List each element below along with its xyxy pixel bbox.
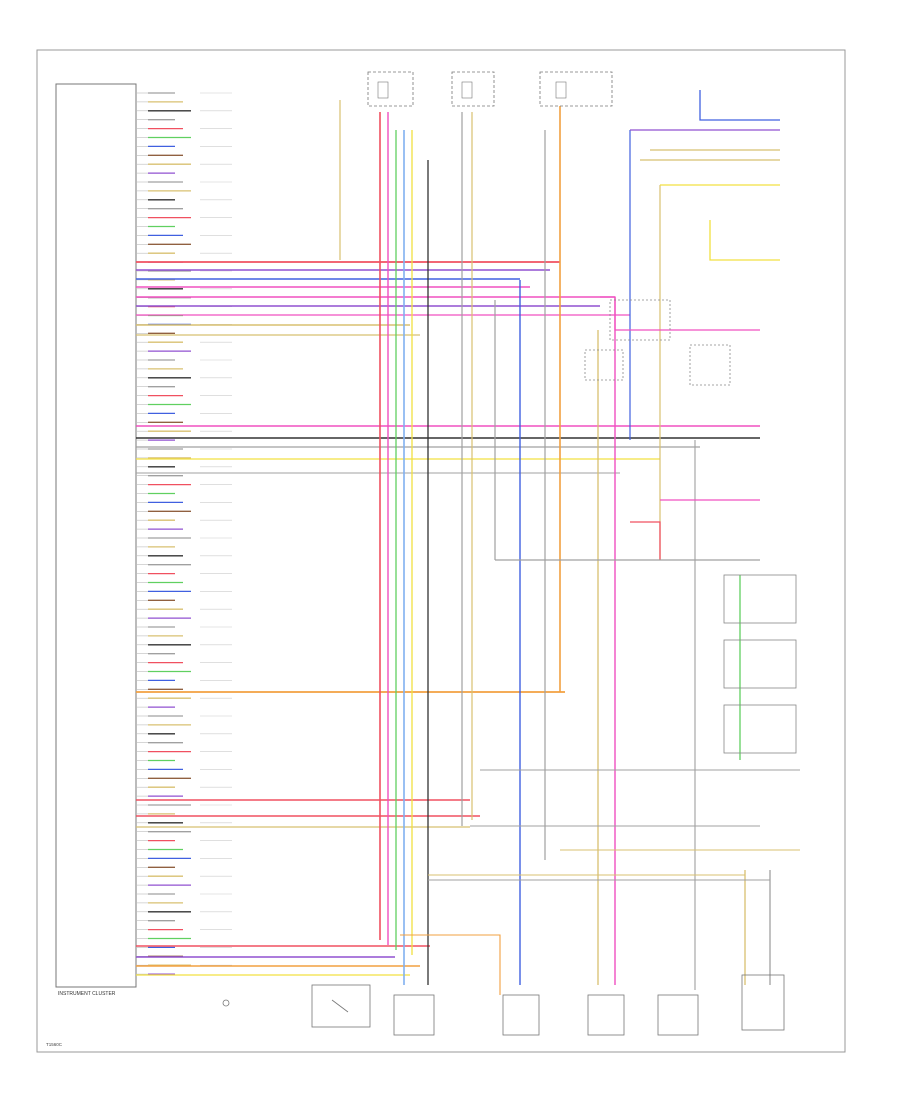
instrument-cluster-label: INSTRUMENT CLUSTER	[58, 991, 116, 997]
top-fuse-box-1	[367, 71, 414, 107]
cluster-pins	[136, 92, 232, 975]
top-fuse-box-3	[539, 71, 613, 107]
diagram-frame	[36, 49, 846, 1053]
right-module-1	[723, 574, 797, 624]
relay-cluster-mid	[584, 299, 731, 386]
right-module-3	[723, 704, 797, 754]
bottom-sensor-5	[657, 994, 699, 1036]
bottom-branch	[400, 934, 501, 995]
wire-harness	[136, 90, 800, 995]
instrument-cluster-box	[55, 83, 137, 988]
right-feed	[709, 220, 780, 261]
bottom-sensor-4	[587, 994, 625, 1036]
bottom-sensor-6	[741, 974, 785, 1031]
bottom-sensor-2	[393, 994, 435, 1036]
bottom-switch-1	[311, 984, 371, 1028]
right-module-2	[723, 639, 797, 689]
right-feed	[600, 296, 760, 331]
top-fuse-box-2	[451, 71, 495, 107]
right-feed	[630, 521, 661, 560]
bottom-sensor-3	[502, 994, 540, 1036]
page-id: T1560C	[46, 1042, 63, 1047]
speaker-ground-left	[222, 999, 230, 1007]
right-feed	[699, 90, 780, 121]
